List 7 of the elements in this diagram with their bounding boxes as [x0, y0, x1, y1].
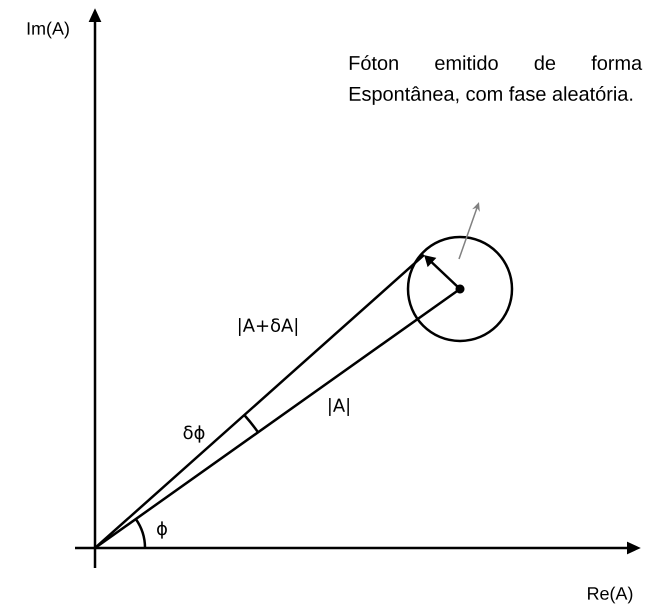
annotation-text: Fóton emitido de forma Espontânea, com fase aleatória.: [350, 55, 642, 105]
axis-label: Re(A): [588, 586, 632, 604]
axis-label: |A+δA|: [238, 318, 298, 336]
axis-label: |A|: [329, 398, 349, 416]
axis-label: ϕ: [157, 521, 167, 539]
axis-label: Im(A): [28, 22, 69, 38]
axis-label: δϕ: [184, 425, 204, 443]
